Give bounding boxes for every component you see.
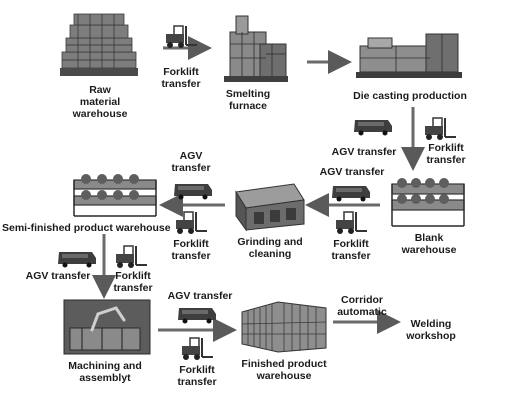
die-casting-production-label: Die casting production <box>353 90 467 102</box>
agv-transfer-label-1: AGV transfer <box>331 146 397 158</box>
finished-warehouse-shelving-icon <box>241 301 327 353</box>
agv-transfer-label-5: AGV transfer <box>167 290 233 302</box>
smelting-furnace-icon <box>224 15 288 82</box>
raw-material-stack-icon <box>60 13 138 76</box>
blank-warehouse-label: Blank warehouse <box>401 232 457 256</box>
forklift-transfer-label-4: Forklift transfer <box>171 238 211 262</box>
agv-cart-icon <box>332 186 370 202</box>
agv-cart-icon <box>354 120 392 136</box>
forklift-icon <box>166 25 197 48</box>
agv-transfer-label-3: AGV transfer <box>171 150 211 174</box>
agv-cart-icon <box>174 184 212 200</box>
agv-transfer-label-2: AGV transfer <box>319 166 385 178</box>
machining-assembly-cell-icon <box>63 299 151 355</box>
semi-finished-rack-icon <box>73 174 157 217</box>
grinding-cleaning-station-icon <box>235 183 305 232</box>
forklift-transfer-label-3: Forklift transfer <box>331 238 371 262</box>
agv-cart-icon <box>178 308 216 324</box>
forklift-transfer-label-5: Forklift transfer <box>113 270 153 294</box>
forklift-icon <box>182 337 213 360</box>
forklift-icon <box>336 211 367 234</box>
semi-finished-warehouse-label: Semi-finished product warehouse <box>2 222 171 234</box>
grinding-cleaning-label: Grinding and cleaning <box>237 236 303 260</box>
welding-workshop-label: Welding workshop <box>406 318 456 342</box>
agv-transfer-label-4: AGV transfer <box>25 270 91 282</box>
machining-assembly-label: Machining and assemblyt <box>68 360 142 384</box>
forklift-icon <box>176 211 207 234</box>
blank-warehouse-rack-icon <box>391 178 465 227</box>
smelting-furnace-label: Smelting furnace <box>225 88 271 112</box>
forklift-icon <box>425 117 456 140</box>
forklift-transfer-label-2: Forklift transfer <box>426 142 466 166</box>
agv-cart-icon <box>58 252 96 268</box>
forklift-transfer-label-1: Forklift transfer <box>161 66 201 90</box>
forklift-icon <box>116 245 147 268</box>
forklift-transfer-label-6: Forklift transfer <box>177 364 217 388</box>
raw-material-warehouse-label: Raw material warehouse <box>72 84 128 120</box>
die-casting-machine-icon <box>356 33 462 78</box>
corridor-automatic-label: Corridor automatic <box>337 294 387 318</box>
finished-product-warehouse-label: Finished product warehouse <box>241 358 327 382</box>
